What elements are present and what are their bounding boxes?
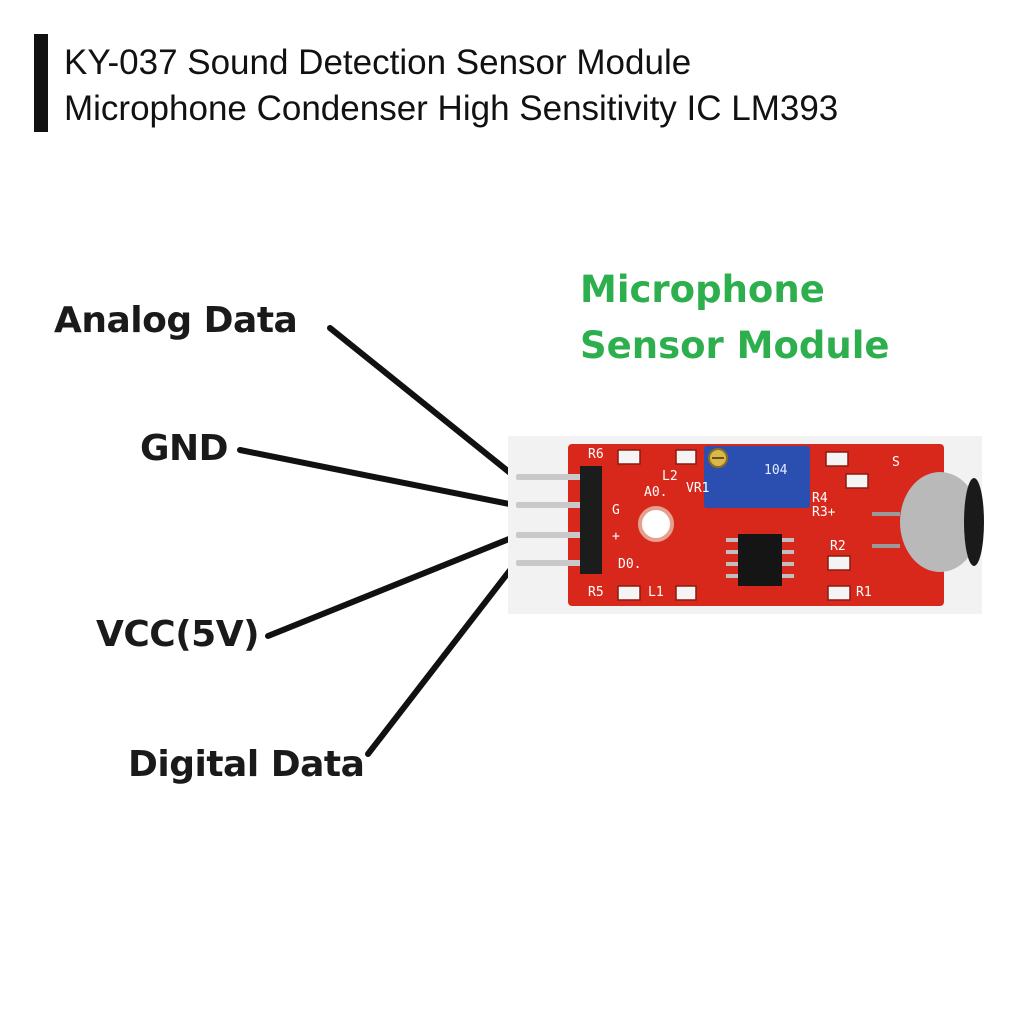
pin-label-gnd: GND xyxy=(140,428,229,469)
silk-r2: R2 xyxy=(830,539,846,554)
module-label: Microphone Sensor Module xyxy=(580,262,890,374)
pin-label-vcc: VCC(5V) xyxy=(96,614,260,655)
silk-vr1: VR1 xyxy=(686,481,709,496)
leader-line-vcc xyxy=(265,534,517,639)
header-pins xyxy=(516,474,588,566)
mounting-hole xyxy=(638,506,674,542)
lm393-chip xyxy=(738,534,782,586)
silk-s: S xyxy=(892,455,900,470)
product-title: KY-037 Sound Detection Sensor Module Mic… xyxy=(64,40,838,132)
silk-r1: R1 xyxy=(856,585,872,600)
silk-r3: R3+ xyxy=(812,505,836,520)
title-accent-bar xyxy=(34,34,48,132)
leader-line-analog xyxy=(327,325,517,479)
potentiometer xyxy=(704,446,810,508)
product-title-line-2: Microphone Condenser High Sensitivity IC… xyxy=(64,89,839,128)
silk-a0: A0. xyxy=(644,485,667,500)
silk-l1: L1 xyxy=(648,585,664,600)
silk-g: G xyxy=(612,503,620,518)
silk-r6: R6 xyxy=(588,447,604,462)
leader-line-digital xyxy=(365,562,517,757)
silk-r4: R4 xyxy=(812,491,828,506)
silk-d0: D0. xyxy=(618,557,641,572)
pin-label-digital: Digital Data xyxy=(128,744,365,785)
smd-components xyxy=(617,449,869,601)
pin-label-analog: Analog Data xyxy=(54,300,298,341)
silk-r5: R5 xyxy=(588,585,604,600)
module-label-line-2: Sensor Module xyxy=(580,324,890,367)
product-title-line-1: KY-037 Sound Detection Sensor Module xyxy=(64,43,692,82)
microphone-capsule xyxy=(900,472,980,572)
module-label-line-1: Microphone xyxy=(580,268,825,311)
leader-line-gnd xyxy=(237,447,517,508)
pot-marking: 104 xyxy=(764,463,788,478)
pin-header xyxy=(580,466,602,574)
silk-l2: L2 xyxy=(662,469,678,484)
silk-plus: + xyxy=(612,529,620,544)
